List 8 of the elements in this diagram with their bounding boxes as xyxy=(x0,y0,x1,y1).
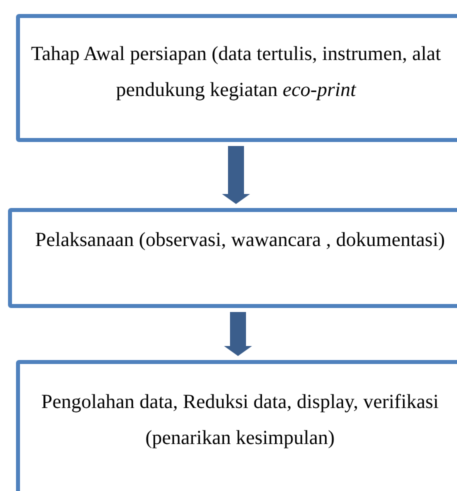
block-arrow xyxy=(222,146,250,204)
process-box xyxy=(8,208,457,308)
block-arrow xyxy=(224,312,252,356)
step-text: Pelaksanaan (observasi, wawancara , dokumentasi) xyxy=(35,228,445,253)
process-box xyxy=(16,360,457,491)
process-box xyxy=(16,14,457,142)
step-text: Pengolahan data, Reduksi data, display, verifikasi (penarikan kesimpulan) xyxy=(40,390,440,451)
step-text: Tahap Awal persiapan (data tertulis, instrumen, alat pendukung kegiatan eco-print xyxy=(31,42,441,103)
